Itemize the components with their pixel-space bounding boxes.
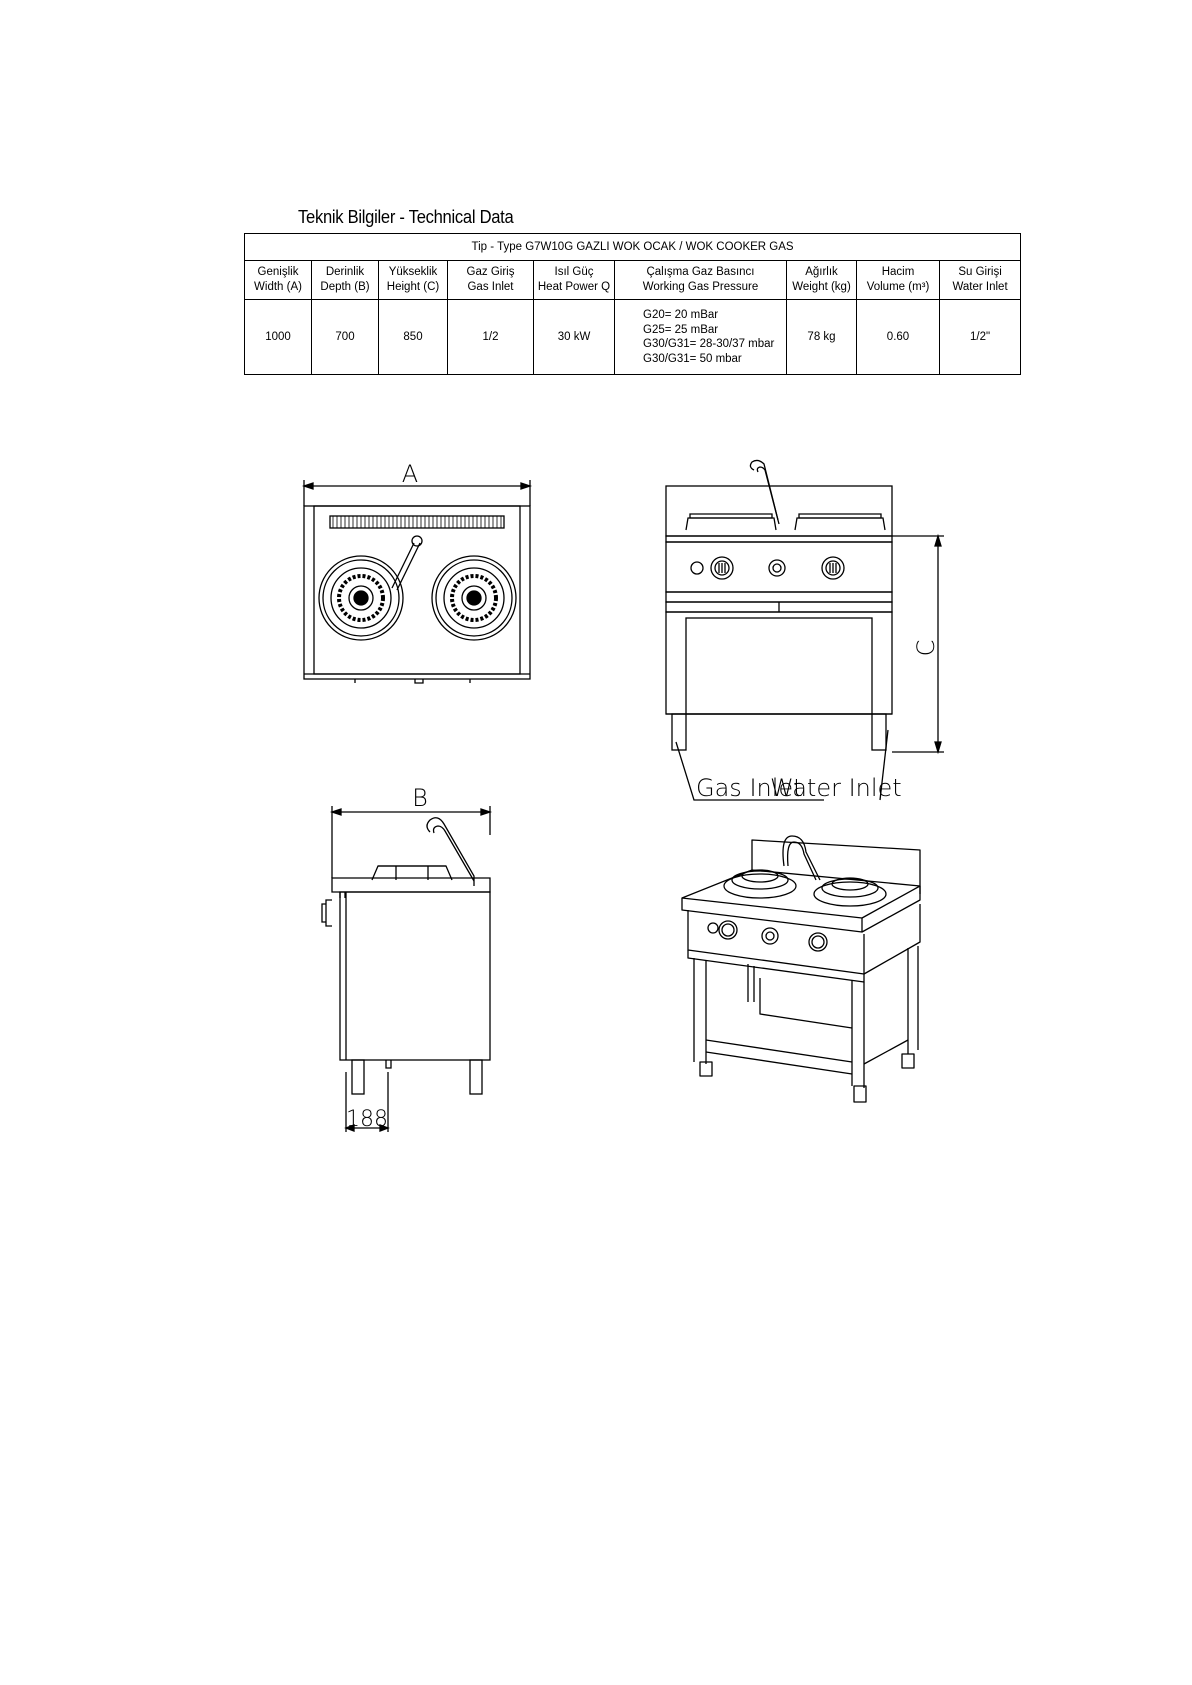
- value-height: 850: [378, 299, 448, 375]
- water-inlet-label: Water Inlet: [770, 774, 902, 802]
- front-view-dim-label: C: [912, 640, 940, 657]
- value-gas-inlet: 1/2: [447, 299, 534, 375]
- technical-data-table: Tip - Type G7W10G GAZLI WOK OCAK / WOK C…: [243, 233, 1022, 375]
- value-water-inlet: 1/2": [938, 299, 1022, 375]
- value-heat-power: 30 kW: [533, 299, 615, 375]
- gas-inlet-label: Gas Inlet: [696, 774, 803, 802]
- value-volume: 0.60: [856, 299, 940, 375]
- top-view-dim-label: A: [402, 460, 418, 488]
- value-gas-pressure: G20= 20 mBar G25= 25 mBar G30/G31= 28-30…: [614, 299, 787, 375]
- side-view-dim-label: B: [412, 784, 428, 812]
- leg-dimension-label: 188: [346, 1107, 388, 1132]
- model-type-cell: Tip - Type G7W10G GAZLI WOK OCAK / WOK C…: [243, 233, 1022, 261]
- value-weight: 78 kg: [786, 299, 857, 375]
- page-title: Teknik Bilgiler - Technical Data: [298, 207, 514, 227]
- value-width: 1000: [244, 299, 312, 375]
- value-depth: 700: [311, 299, 379, 375]
